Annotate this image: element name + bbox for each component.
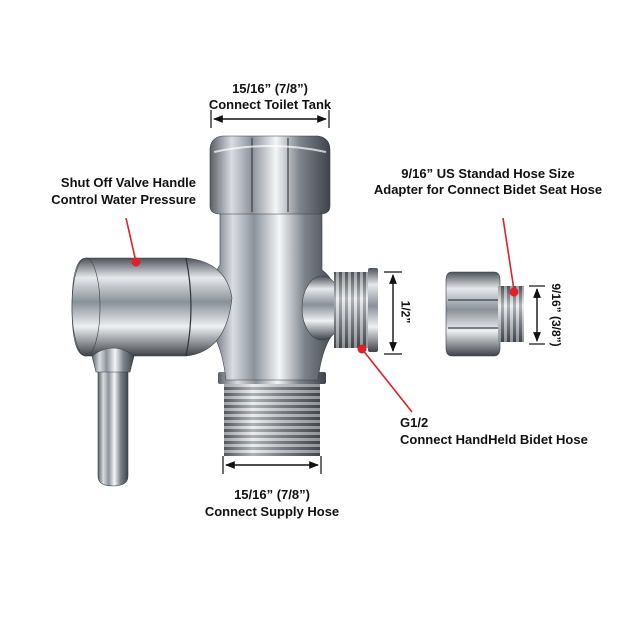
top-hex-nut [209, 135, 331, 215]
outlet-label-line1: G1/2 [400, 415, 429, 430]
handle-label-line1: Shut Off Valve Handle [60, 175, 196, 190]
callouts [125, 217, 519, 413]
top-connection-label: Connect Toilet Tank [208, 97, 332, 112]
side-size-label: 1/2” [398, 300, 413, 324]
adapter-label-line2: Adapter for Connect Bidet Seat Hose [373, 182, 603, 197]
hose-adapter [445, 271, 524, 357]
adapter-label-line1: 9/16” US Standad Hose Size [401, 166, 575, 181]
lever-handle [97, 351, 129, 487]
adapter-callout-line [502, 217, 515, 291]
adapter-hex-nut [445, 271, 501, 357]
handle-label-line2: Control Water Pressure [51, 192, 196, 207]
bottom-connection-label: Connect Supply Hose [204, 504, 340, 519]
outlet-callout-dot [357, 344, 367, 354]
outlet-label-line2: Connect HandHeld Bidet Hose [400, 432, 588, 447]
adapter-size-label: 9/16” (3/8”) [549, 283, 563, 347]
dimension-lines [210, 110, 545, 474]
handle-callout-dot [131, 257, 141, 267]
outlet-callout-line [361, 348, 413, 413]
adapter-callout-dot [509, 287, 519, 297]
main-valve-body [71, 135, 378, 487]
bottom-size-label: 15/16” (7/8”) [234, 487, 310, 502]
handle-callout-line [125, 217, 137, 263]
top-size-label: 15/16” (7/8”) [232, 81, 308, 96]
